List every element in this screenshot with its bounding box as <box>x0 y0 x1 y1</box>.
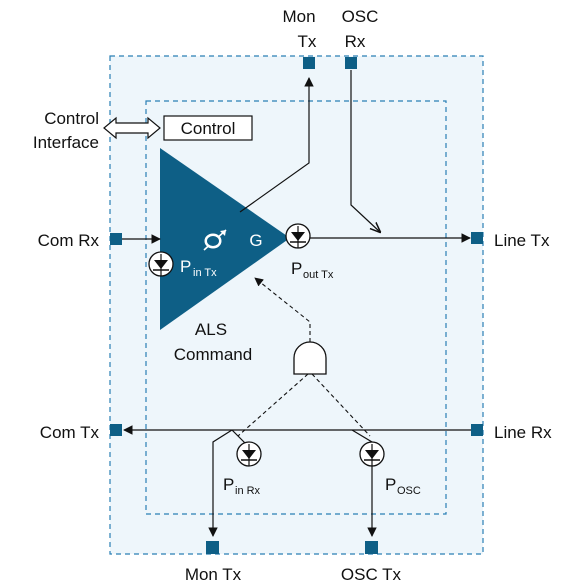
osc-rx-line <box>350 70 380 232</box>
mon-tx-bottom-port <box>206 541 219 554</box>
posc-detector-icon <box>359 441 385 467</box>
com-rx-label: Com Rx <box>38 231 100 250</box>
and-gate-icon <box>293 341 327 375</box>
mon-tx-top-port <box>303 57 315 69</box>
pin-tx-label: P <box>180 257 191 276</box>
osc-rx-label-2: Rx <box>345 32 366 51</box>
osc-rx-port <box>345 57 357 69</box>
mon-tx-bottom-label: Mon Tx <box>185 565 242 584</box>
line-rx-port <box>471 424 483 436</box>
pin-rx-sub: in Rx <box>235 485 261 497</box>
line-rx-label: Line Rx <box>494 423 552 442</box>
and-input-left <box>237 373 309 437</box>
pin-rx-detector-icon <box>236 441 262 467</box>
pout-tx-detector-icon <box>285 223 311 249</box>
posc-sub: OSC <box>397 485 421 497</box>
als-label-2: Command <box>174 345 252 364</box>
control-double-arrow <box>103 116 161 140</box>
als-dashed-line <box>254 277 311 342</box>
and-input-right <box>311 373 371 437</box>
control-box-label: Control <box>181 119 236 138</box>
com-tx-port <box>110 424 122 436</box>
amplifier-triangle <box>160 148 290 330</box>
pin-tx-detector-icon <box>148 251 174 277</box>
gain-adjust-inner <box>207 236 219 246</box>
gain-label: G <box>249 231 262 250</box>
gain-arrowhead-icon <box>220 230 226 236</box>
com-tx-label: Com Tx <box>40 423 100 442</box>
control-box <box>163 115 253 141</box>
als-label-1: ALS <box>195 320 227 339</box>
osc-tx-port <box>365 541 378 554</box>
mon-tx-top-label-1: Mon <box>282 7 315 26</box>
com-rx-port <box>110 233 122 245</box>
osc-tx-label: OSC Tx <box>341 565 402 584</box>
mon-tx-tap-line <box>239 77 314 213</box>
osc-rx-label-1: OSC <box>342 7 379 26</box>
pin-rx-tap <box>231 429 247 445</box>
control-interface-label-1: Control <box>44 109 99 128</box>
pout-tx-sub: out Tx <box>303 269 334 281</box>
pin-tx-sub: in Tx <box>193 267 217 279</box>
pin-rx-label: P <box>223 475 234 494</box>
inner-card <box>145 100 447 515</box>
control-interface-label-2: Interface <box>33 133 99 152</box>
pout-tx-label: P <box>291 259 302 278</box>
line-tx-label: Line Tx <box>494 231 550 250</box>
mon-tx-bottom-tap-line <box>208 429 233 537</box>
mon-tx-top-label-2: Tx <box>298 32 317 51</box>
posc-label: P <box>385 475 396 494</box>
line-tx-port <box>471 232 483 244</box>
